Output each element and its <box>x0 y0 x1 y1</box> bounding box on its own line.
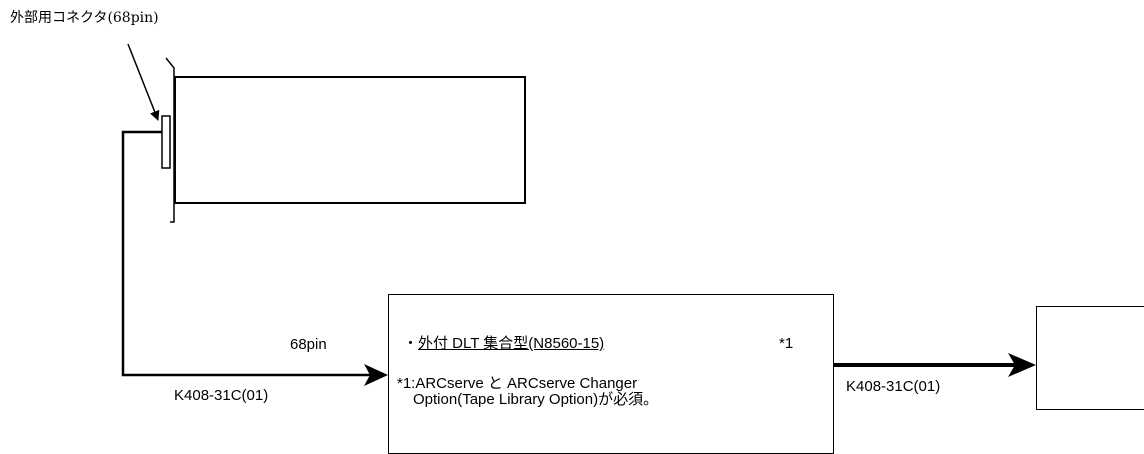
right-cable-arrowhead <box>1008 353 1036 377</box>
left-pin-label: 68pin <box>290 336 327 353</box>
left-cable-arrowhead <box>364 364 388 386</box>
device-footnote-line1: *1:ARCserve と ARCserve Changer <box>397 375 638 392</box>
target-device-box <box>1036 306 1144 410</box>
device-title: 外付 DLT 集合型(N8560-15) <box>418 335 605 352</box>
connector-label: 外部用コネクタ(68pin) <box>10 10 159 26</box>
device-footnote-line2: Option(Tape Library Option)が必須。 <box>413 391 659 408</box>
device-bullet: ・ <box>403 335 419 352</box>
external-connector <box>161 115 171 169</box>
connector-leader-line <box>127 43 160 121</box>
left-cable-line <box>121 130 378 377</box>
left-cable-model: K408-31C(01) <box>174 387 269 404</box>
scsi-card <box>174 76 526 204</box>
diagram-lines <box>121 43 1036 386</box>
device-box: ・外付 DLT 集合型(N8560-15) *1 *1:ARCserve と A… <box>388 294 834 454</box>
device-title-row: ・外付 DLT 集合型(N8560-15) <box>403 335 604 352</box>
right-cable-model: K408-31C(01) <box>846 378 941 395</box>
device-note-mark: *1 <box>779 335 794 352</box>
